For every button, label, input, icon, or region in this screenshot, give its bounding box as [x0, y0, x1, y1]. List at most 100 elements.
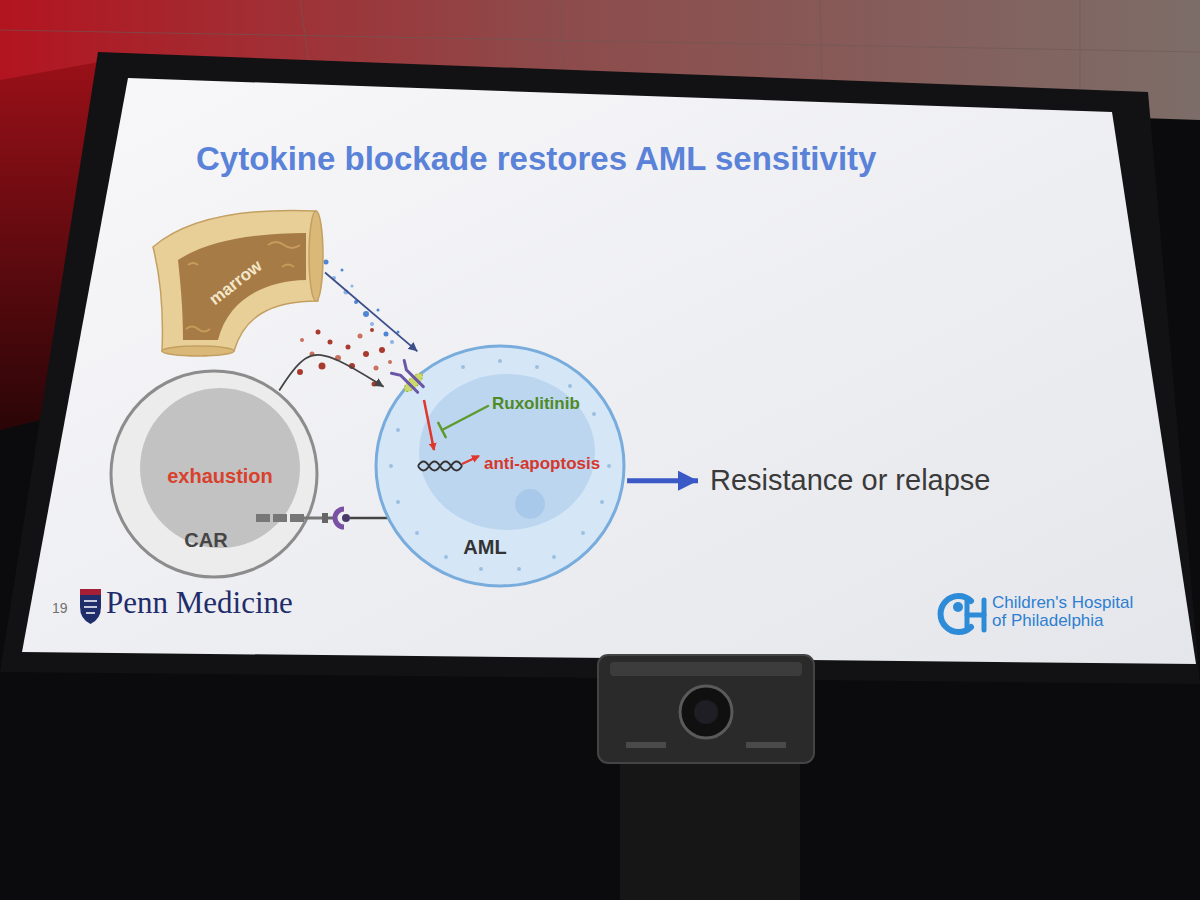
car-cell-cytokines — [388, 360, 392, 364]
drug-label-box: Ruxolitinib — [492, 394, 580, 414]
screen-bezel — [0, 52, 1200, 684]
cell-outline — [376, 346, 624, 586]
cell-outline — [396, 428, 400, 432]
car-cell-cytokines — [316, 330, 321, 335]
bone-to-cell-cytokines — [351, 285, 354, 288]
projector — [620, 760, 800, 900]
car-cell-cytokines — [363, 351, 369, 357]
cell-outline — [444, 555, 448, 559]
cytokine-receptor-symbol — [389, 358, 429, 398]
cell-name: AML — [463, 536, 506, 559]
bone-shape — [268, 242, 300, 248]
ceiling-tiles — [0, 30, 1200, 52]
connector-arrow — [279, 355, 383, 391]
inhibition-symbol — [438, 423, 445, 437]
car-receptor-symbol — [273, 514, 287, 522]
car-cell-cytokines — [319, 363, 326, 370]
car-cell-cytokines — [358, 334, 363, 339]
penn-shield-logo — [84, 600, 97, 602]
connector-arrow — [627, 478, 698, 483]
ceiling-tiles — [1080, 0, 1081, 104]
slide-surface — [22, 78, 1196, 664]
car-receptor-symbol — [256, 509, 391, 527]
cell-outline — [498, 359, 502, 363]
penn-shield-logo — [84, 606, 97, 608]
signal-arrow — [462, 456, 479, 464]
bone-marrow-illustration: marrow — [148, 205, 323, 355]
outcome-label-box: Resistance or relapse — [708, 464, 992, 497]
chop-logo-icon — [941, 596, 984, 632]
bone-to-cell-cytokines — [377, 309, 380, 312]
car-receptor-symbol — [290, 514, 304, 522]
car-cell-cytokines — [374, 366, 379, 371]
car-receptor-symbol — [256, 514, 270, 522]
bone-to-cell-cytokines — [370, 322, 374, 326]
signal-arrow — [424, 400, 434, 450]
bone-to-cell-cytokines — [324, 260, 329, 265]
projector — [626, 742, 666, 748]
car-cell-cytokines — [300, 338, 304, 342]
bone-shape — [282, 265, 294, 268]
dna-symbol — [418, 462, 462, 471]
car-receptor-symbol — [322, 513, 328, 523]
cell-name-box: CAR — [184, 529, 227, 552]
slide-number: 19 — [52, 600, 68, 616]
process-label-box: anti-apoptosis — [484, 454, 600, 474]
bone-to-cell-cytokines — [384, 332, 389, 337]
cell-state-label: exhaustion — [167, 465, 273, 488]
car-cell-cytokines — [297, 369, 303, 375]
bone-to-cell-cytokines — [363, 311, 369, 317]
bone-shape — [309, 211, 323, 301]
dna-symbol — [418, 462, 462, 471]
cell-outline — [396, 500, 400, 504]
cell-outline — [607, 464, 611, 468]
slide-title: Cytokine blockade restores AML sensitivi… — [196, 140, 876, 178]
bone-to-cell-cytokines — [341, 269, 344, 272]
cell-outline — [517, 567, 521, 571]
cell-outline — [389, 464, 393, 468]
cell-outline — [461, 365, 465, 369]
bone-shape — [162, 346, 234, 356]
cell-outline — [389, 359, 611, 571]
car-receptor-symbol — [304, 517, 322, 520]
bone-to-cell-cytokines — [390, 340, 394, 344]
cell-outline — [140, 388, 300, 548]
process-label: anti-apoptosis — [484, 454, 600, 474]
inhibition-symbol — [442, 406, 488, 430]
dna-symbol — [418, 462, 462, 471]
slide-title-box: Cytokine blockade restores AML sensitivi… — [196, 140, 876, 178]
car-receptor-symbol — [350, 517, 391, 520]
projector — [598, 655, 814, 900]
penn-shield-logo — [86, 612, 95, 614]
cell-outline — [111, 371, 317, 577]
bone-shape — [188, 263, 198, 265]
cell-outline — [568, 384, 572, 388]
cell-name: CAR — [184, 529, 227, 552]
outcome-label: Resistance or relapse — [710, 464, 990, 497]
car-cell-cytokines — [379, 347, 385, 353]
institution-logo-text: Children's Hospital of Philadelphia — [992, 593, 1133, 630]
outcome-node: Resistance or relapse — [708, 464, 992, 497]
aml-cell: Ruxolitinib anti-apoptosisAML — [372, 342, 628, 590]
projector — [680, 686, 732, 738]
bone-to-cell-cytokines — [324, 260, 400, 345]
institution-logo-text-box: Children's Hospital of Philadelphia — [992, 594, 1142, 630]
cell-outline — [419, 374, 595, 530]
car-cell-cytokines — [346, 345, 351, 350]
cytokine-receptor-symbol — [401, 370, 425, 394]
penn-shield-logo — [80, 589, 101, 624]
projector — [746, 742, 786, 748]
cell-name-box: AML — [463, 536, 506, 559]
slide-number-box: 19 — [52, 599, 68, 617]
projector — [694, 700, 718, 724]
chop-logo-icon — [953, 602, 963, 612]
bone-shape — [178, 233, 306, 340]
institution-logo-text: Penn Medicine — [106, 585, 293, 621]
institution-logo-text-box: Penn Medicine — [106, 585, 293, 621]
cell-outline — [592, 412, 596, 416]
car-cell-cytokines — [370, 328, 374, 332]
connector-arrow — [325, 273, 417, 352]
